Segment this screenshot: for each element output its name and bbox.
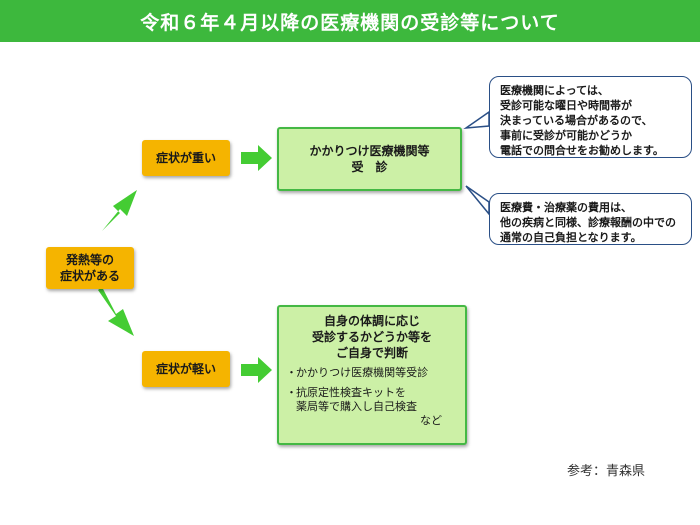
mild-action-line1: 自身の体調に応じ [323, 314, 420, 328]
callout-line: 医療機関によっては、 [500, 84, 609, 97]
severe-action-line2: 受 診 [351, 160, 388, 174]
mild-action-line2: 受診するかどうか等を [311, 330, 432, 344]
severe-label: 症状が重い [155, 151, 216, 165]
list-item-text: 抗原定性検査キットを [296, 386, 406, 399]
callout-line: 電話での問合せをお勧めします。 [500, 144, 664, 157]
list-item: ・ かかりつけ医療機関等受診 [286, 366, 464, 380]
callout-line: 通常の自己負担となります。 [500, 231, 642, 244]
list-bullet: ・ [286, 386, 297, 399]
arrow-right-severe [241, 145, 272, 171]
list-item-text: かかりつけ医療機関等受診 [296, 366, 429, 379]
mild-action-box: 自身の体調に応じ 受診するかどうか等を ご自身で判断 [277, 305, 467, 445]
list-item-text: 薬局等で購入し自己検査 [296, 400, 417, 413]
mild-action-line3: ご自身で判断 [335, 346, 408, 360]
list-bullet: ・ [286, 366, 297, 379]
callout-top-tail [463, 110, 490, 129]
start-line2: 症状がある [59, 269, 120, 283]
arrow-up-right [98, 190, 137, 235]
arrow-right-mild [241, 357, 272, 383]
callout-cost-note: 医療費・治療薬の費用は、 他の疾病と同様、診療報酬の中での 通常の自己負担となり… [489, 193, 692, 245]
start-box: 発熱等の 症状がある [46, 247, 134, 289]
callout-line: 事前に受診が可能かどうか [500, 129, 632, 142]
arrow-down-right [98, 287, 134, 336]
mild-label: 症状が軽い [155, 362, 216, 376]
severe-action-box: かかりつけ医療機関等 受 診 [277, 127, 462, 191]
list-item: ・ 抗原定性検査キットを 薬局等で購入し自己検査 など [286, 386, 464, 428]
page-title: 令和６年４月以降の医療機関の受診等について [140, 11, 560, 34]
severe-action-line1: かかりつけ医療機関等 [309, 144, 430, 158]
callout-line: 医療費・治療薬の費用は、 [500, 201, 632, 214]
callout-bottom-tail [465, 185, 490, 217]
callout-line: 他の疾病と同様、診療報酬の中での [500, 216, 676, 229]
severe-box: 症状が重い [142, 140, 230, 176]
mild-options-list: ・ かかりつけ医療機関等受診 ・ 抗原定性検査キットを 薬局等で購入し自己検査 … [286, 366, 464, 436]
header-bar: 令和６年４月以降の医療機関の受診等について [0, 0, 700, 42]
callout-appointment-note: 医療機関によっては、 受診可能な曜日や時間帯が 決まっている場合があるので、 事… [489, 76, 692, 158]
callout-line: 受診可能な曜日や時間帯が [500, 99, 632, 112]
callout-line: 決まっている場合があるので、 [500, 114, 653, 127]
start-line1: 発熱等の [65, 253, 114, 267]
list-item-text: など [420, 414, 442, 427]
mild-box: 症状が軽い [142, 351, 230, 387]
reference-note: 参考：青森県 [567, 464, 646, 479]
